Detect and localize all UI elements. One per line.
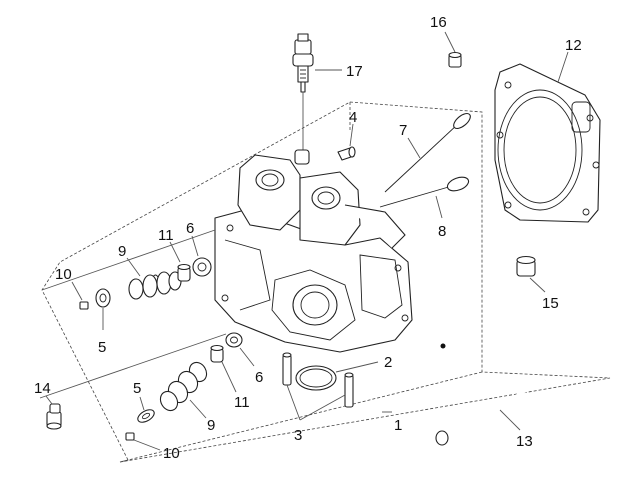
spring-retainer-icon	[95, 288, 111, 308]
callout-13: 13	[516, 433, 533, 450]
leader-10a	[71, 281, 83, 301]
callout-15: 15	[542, 295, 559, 312]
leader-10b	[133, 439, 161, 451]
callout-4: 4	[349, 109, 357, 126]
bushing-icon	[516, 255, 536, 277]
leader-7	[407, 137, 421, 159]
dowel-sleeve-icon	[282, 352, 354, 408]
leader-11b	[221, 361, 237, 393]
callout-14: 14	[34, 380, 51, 397]
callout-10-upper: 10	[55, 266, 72, 283]
callout-16: 16	[430, 14, 447, 31]
callout-6-lower: 6	[255, 369, 263, 386]
washer-icon	[192, 257, 212, 277]
leader-13	[499, 409, 521, 431]
callout-10-lower: 10	[163, 445, 180, 462]
leader-upper-set	[41, 229, 216, 291]
assembly-frame	[41, 101, 611, 463]
stud-bolt-icon	[435, 378, 546, 446]
callout-9-lower: 9	[207, 417, 215, 434]
leader-3	[286, 384, 301, 421]
sensor-icon	[292, 33, 314, 93]
valve-icon	[384, 112, 471, 193]
reference-dot	[440, 343, 446, 349]
valve-seal-icon-2	[210, 344, 224, 363]
o-ring-icon	[295, 365, 337, 391]
gasket-icon	[494, 63, 601, 223]
leader-6a	[191, 235, 199, 257]
callout-1: 1	[394, 417, 402, 434]
leader-3b	[299, 394, 346, 421]
plug-icon	[448, 51, 462, 68]
leader-2	[335, 361, 379, 373]
leader-5b	[139, 396, 145, 411]
cylinder-head-icon	[214, 149, 413, 353]
spring-icon	[128, 271, 182, 300]
leader-15	[529, 277, 546, 293]
assembly-frame-inner	[119, 102, 483, 463]
leader-16	[444, 31, 456, 53]
leader-9a	[126, 257, 141, 277]
dowel-pin-icon	[337, 146, 356, 161]
spring-icon-2	[159, 361, 208, 412]
callout-17: 17	[346, 63, 363, 80]
callout-3: 3	[294, 427, 302, 444]
valve-icon-2	[379, 176, 470, 208]
bolt-icon	[46, 403, 62, 430]
callout-5-lower: 5	[133, 380, 141, 397]
leader-8	[435, 195, 443, 219]
leader-lower-set	[39, 333, 227, 399]
callout-7: 7	[399, 122, 407, 139]
spring-retainer-icon-2	[137, 409, 155, 423]
valve-cotter-icon-2	[125, 432, 135, 441]
callout-6-upper: 6	[186, 220, 194, 237]
leader-9b	[189, 399, 207, 419]
leader-12	[557, 51, 569, 83]
callout-12: 12	[565, 37, 582, 54]
valve-seal-icon	[177, 263, 191, 282]
callout-9-upper: 9	[118, 243, 126, 260]
callout-11-lower: 11	[234, 394, 250, 411]
leader-14	[45, 395, 53, 405]
washer-icon-2	[225, 332, 243, 348]
callout-8: 8	[438, 223, 446, 240]
leader-6b	[239, 347, 255, 367]
callout-5-upper: 5	[98, 339, 106, 356]
valve-cotter-icon	[79, 301, 89, 310]
callout-11-upper: 11	[158, 227, 174, 244]
callout-2: 2	[384, 354, 392, 371]
leader-4	[349, 123, 354, 147]
